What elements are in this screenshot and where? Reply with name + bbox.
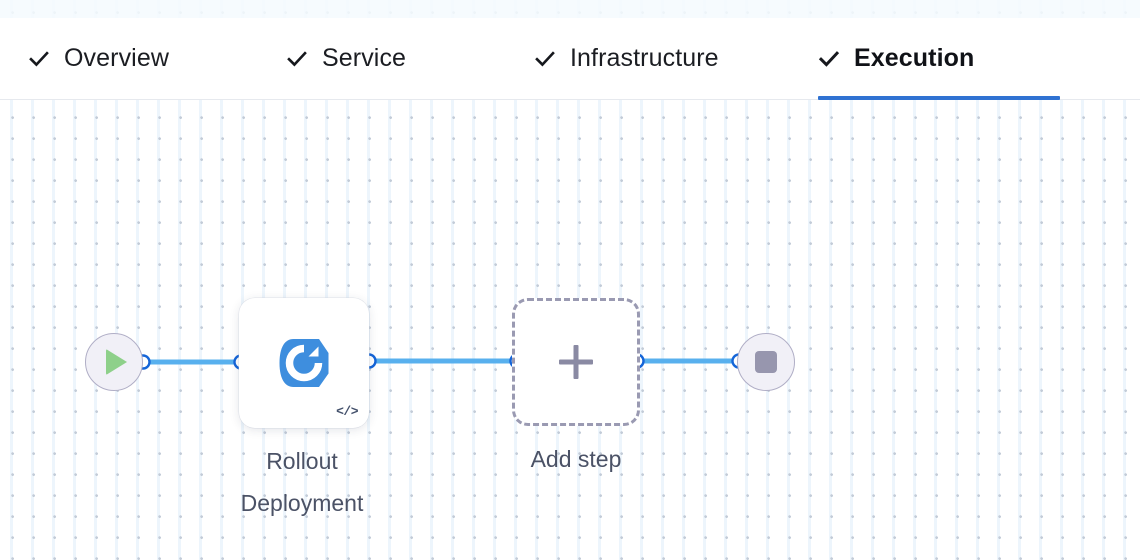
tab-active-underline [818, 96, 1060, 100]
pipeline-flow-graph: </> Rollout Deployment Add step [0, 100, 1140, 560]
tab-infrastructure[interactable]: Infrastructure [534, 18, 818, 99]
code-icon: </> [336, 404, 358, 419]
tab-label-execution: Execution [854, 44, 975, 72]
play-icon [106, 349, 127, 375]
check-icon [286, 48, 308, 70]
check-icon [818, 48, 840, 70]
pipeline-step-rollout-deployment[interactable]: </> [239, 298, 369, 428]
wizard-tab-bar: Overview Service Infrastructur [0, 18, 1140, 100]
rollout-deployment-icon [279, 339, 329, 387]
tab-label-infrastructure: Infrastructure [570, 44, 719, 72]
check-icon [28, 48, 50, 70]
tab-execution[interactable]: Execution [818, 18, 1060, 100]
add-step-label: Add step [530, 446, 622, 472]
tab-label-overview: Overview [64, 44, 169, 72]
tab-label-service: Service [322, 44, 407, 72]
pipeline-step-rollout-deployment-label: Rollout Deployment [240, 448, 364, 516]
check-icon [534, 48, 556, 70]
pipeline-end-node[interactable] [737, 333, 795, 391]
wizard-tabs: Overview Service Infrastructur [0, 18, 1140, 100]
plus-icon [559, 345, 593, 379]
add-step-button[interactable] [512, 298, 640, 426]
stop-icon [755, 351, 777, 373]
tab-service[interactable]: Service [286, 18, 534, 99]
pipeline-start-node[interactable] [85, 333, 143, 391]
tab-overview[interactable]: Overview [28, 18, 286, 99]
